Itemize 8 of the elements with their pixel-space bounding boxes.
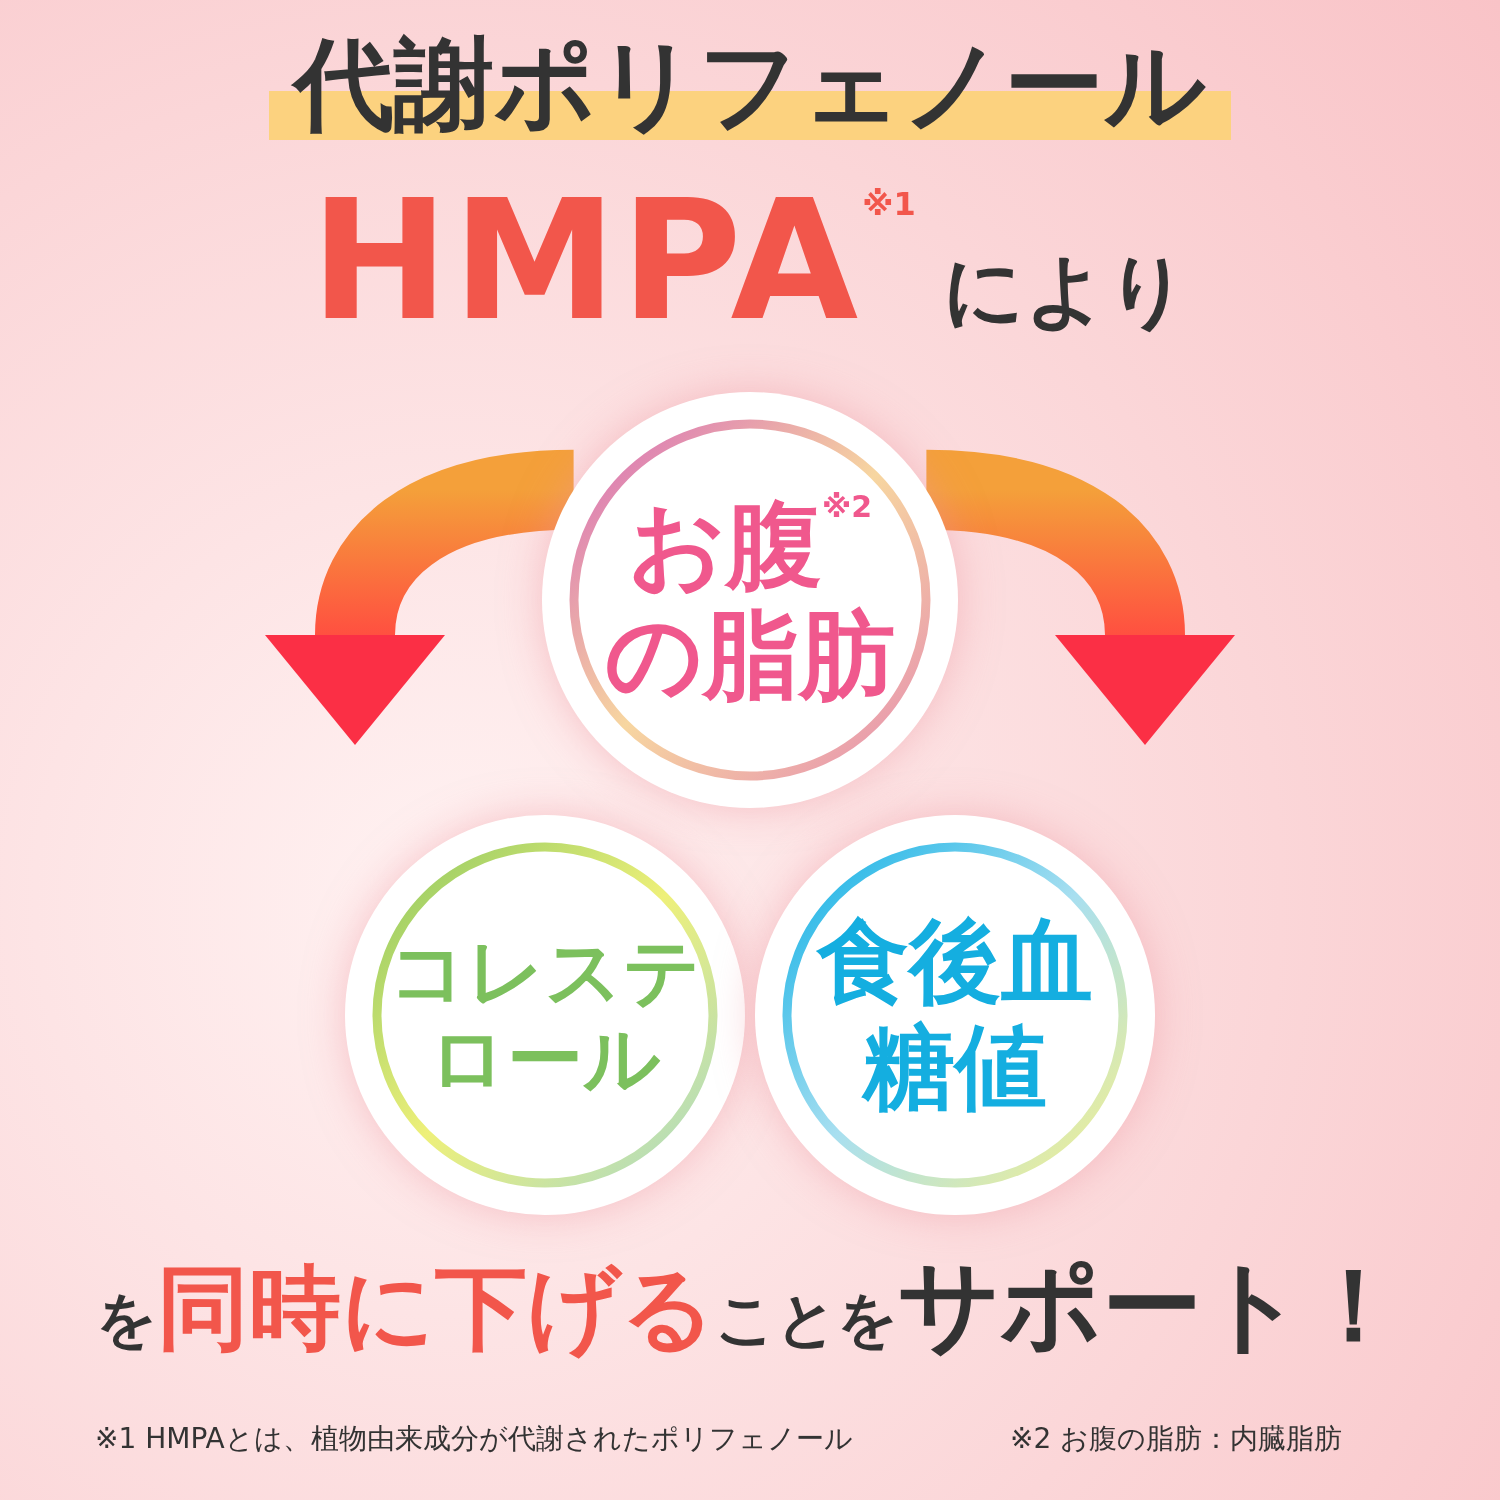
subheadline: HMPA$^{※1}$ により	[309, 165, 1191, 357]
footnote: ※1 HMPAとは、植物由来成分が代謝されたポリフェノール	[95, 1421, 853, 1457]
tagline: を同時に下げることをサポート！	[95, 1246, 1405, 1366]
circle-label: お腹$^{※2}$の脂肪	[604, 489, 896, 711]
circle-label: コレステロール	[388, 927, 702, 1103]
circle-label: 食後血糖値	[815, 909, 1094, 1121]
headline: 代謝ポリフェノール	[269, 30, 1231, 140]
footnote: ※2 お腹の脂肪：内臓脂肪	[1010, 1421, 1343, 1457]
